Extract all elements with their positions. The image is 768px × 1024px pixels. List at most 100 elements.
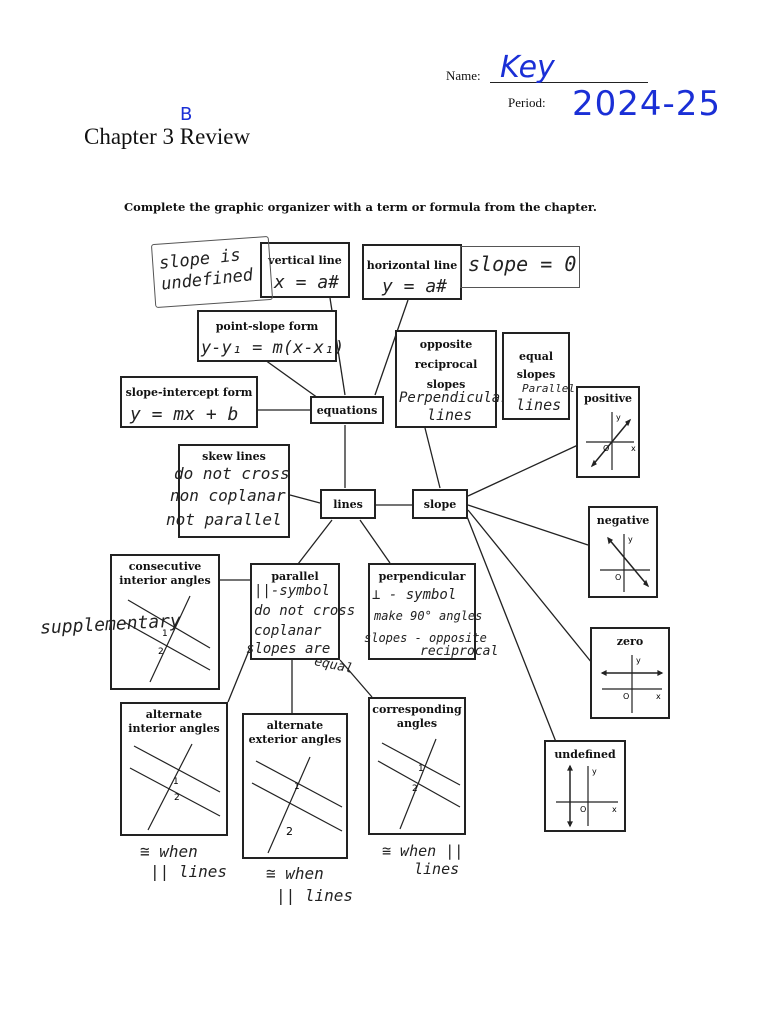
undefined-x: x xyxy=(612,805,617,814)
corresponding-label-2: angles xyxy=(396,717,438,730)
consecutive-angle-2: 2 xyxy=(158,647,164,657)
box-slope-intercept: slope-intercept form y = mx + b xyxy=(120,376,258,428)
consecutive-diagram: 1 2 xyxy=(123,595,211,683)
corresponding-label-1: corresponding xyxy=(372,703,462,716)
undefined-label: undefined xyxy=(554,748,616,761)
point-slope-answer: y-y₁ = m(x-x₁) xyxy=(201,338,345,358)
positive-y: y xyxy=(616,413,621,422)
alt-exterior-diagram: 1 2 xyxy=(251,756,343,854)
box-skew-lines: skew lines do not cross non coplanar not… xyxy=(166,444,290,538)
alt-interior-note-1: ≅ when xyxy=(140,842,198,861)
corresponding-angle-2: 2 xyxy=(412,784,418,794)
zero-label: zero xyxy=(616,635,644,648)
skew-answer-3: not parallel xyxy=(166,510,282,529)
page-title: Chapter 3 Review xyxy=(84,124,251,149)
alt-exterior-label-2: exterior angles xyxy=(248,733,342,746)
box-opposite-reciprocal: opposite reciprocal slopes Perpendicular… xyxy=(395,330,509,428)
box-undefined: undefined y x O xyxy=(544,740,626,832)
negative-o: O xyxy=(615,573,621,582)
alt-interior-angle-1: 1 xyxy=(173,777,179,787)
perpendicular-answer-1: ⊥ - symbol xyxy=(372,587,457,603)
hub-slope: slope xyxy=(412,489,468,519)
horizontal-line-note: slope = 0 xyxy=(468,252,577,276)
opposite-answer-1: Perpendicular xyxy=(399,390,509,406)
skew-label: skew lines xyxy=(202,450,266,463)
hub-slope-label: slope xyxy=(423,498,457,511)
box-positive: positive y x O xyxy=(576,386,640,478)
box-zero: zero y x O xyxy=(590,627,670,719)
equal-answer-1: Parallel xyxy=(522,382,575,395)
slope-intercept-answer: y = mx + b xyxy=(130,404,239,425)
corresponding-note-1: ≅ when || xyxy=(382,842,464,860)
alt-exterior-note-2: || lines xyxy=(276,886,354,905)
name-line xyxy=(490,82,648,83)
box-point-slope: point-slope form y-y₁ = m(x-x₁) xyxy=(197,310,344,362)
box-vertical-line: vertical line x = a# xyxy=(260,242,350,298)
zero-graph: y x O xyxy=(600,655,664,713)
alt-interior-label-2: interior angles xyxy=(128,722,220,735)
alt-interior-diagram: 1 2 xyxy=(129,743,221,831)
perpendicular-answer-4: reciprocal xyxy=(420,644,499,659)
vertical-line-label: vertical line xyxy=(268,254,342,267)
positive-o: O xyxy=(603,444,609,453)
positive-graph: y x O xyxy=(586,412,636,470)
undefined-graph: y x O xyxy=(556,764,618,828)
title-mark: B xyxy=(180,104,193,125)
box-consecutive-interior: consecutive interior angles 1 2 xyxy=(110,554,220,690)
box-horizontal-line: horizontal line y = a# xyxy=(362,244,462,300)
box-perpendicular: perpendicular ⊥ - symbol make 90° angles… xyxy=(364,563,487,660)
alt-interior-note-2: || lines xyxy=(150,862,228,881)
positive-label: positive xyxy=(583,392,633,405)
opposite-label-3: slopes xyxy=(426,378,466,391)
corresponding-note-2: lines xyxy=(414,860,460,878)
horizontal-note-box xyxy=(460,246,580,288)
box-corresponding: corresponding angles 1 2 xyxy=(368,697,466,835)
alt-exterior-note-1: ≅ when xyxy=(266,864,324,883)
consecutive-label-1: consecutive xyxy=(128,560,202,573)
parallel-answer-1: ||-symbol xyxy=(254,583,330,599)
alt-interior-angle-2: 2 xyxy=(174,793,180,803)
hub-equations: equations xyxy=(310,396,384,424)
perpendicular-label: perpendicular xyxy=(378,570,466,583)
box-alternate-interior: alternate interior angles 1 2 xyxy=(120,702,228,836)
horizontal-line-answer: y = a# xyxy=(382,276,448,297)
vertical-line-answer: x = a# xyxy=(274,272,340,293)
parallel-answer-2: do not cross xyxy=(254,603,356,619)
opposite-label-2: reciprocal xyxy=(414,358,478,371)
parallel-label: parallel xyxy=(271,570,319,583)
box-negative: negative y O xyxy=(588,506,658,598)
corresponding-diagram: 1 2 xyxy=(377,738,461,830)
zero-y: y xyxy=(636,656,641,665)
zero-o: O xyxy=(623,692,629,701)
equal-answer-2: lines xyxy=(516,396,562,414)
period-label: Period: xyxy=(508,95,546,110)
hub-equations-label: equations xyxy=(316,404,378,417)
undefined-o: O xyxy=(580,805,586,814)
slope-intercept-label: slope-intercept form xyxy=(125,386,253,399)
horizontal-line-label: horizontal line xyxy=(366,259,458,272)
consecutive-label-2: interior angles xyxy=(119,574,211,587)
negative-label: negative xyxy=(596,514,650,527)
period-value: 2024-25 xyxy=(572,84,722,124)
point-slope-label: point-slope form xyxy=(215,320,319,333)
equal-label-1: equal xyxy=(519,350,553,363)
alt-exterior-label-1: alternate xyxy=(266,719,324,732)
instructions: Complete the graphic organizer with a te… xyxy=(124,200,597,214)
alt-exterior-angle-1: 1 xyxy=(294,782,300,792)
perpendicular-answer-3: slopes - opposite xyxy=(364,631,487,645)
box-equal-slopes: equal slopes Parallel lines xyxy=(502,332,575,420)
hub-lines: lines xyxy=(320,489,376,519)
consecutive-angle-1: 1 xyxy=(162,629,168,639)
skew-answer-2: non coplanar xyxy=(170,486,286,505)
parallel-answer-3: coplanar xyxy=(254,623,322,639)
box-alternate-exterior: alternate exterior angles 1 2 xyxy=(242,713,348,859)
undefined-y: y xyxy=(592,767,597,776)
alt-exterior-angle-2: 2 xyxy=(286,825,293,838)
perpendicular-answer-2: make 90° angles xyxy=(374,609,483,623)
name-value: Key xyxy=(500,50,555,85)
skew-answer-1: do not cross xyxy=(174,464,290,483)
opposite-label-1: opposite xyxy=(419,338,473,351)
equal-label-2: slopes xyxy=(516,368,556,381)
corresponding-angle-1: 1 xyxy=(418,764,424,774)
